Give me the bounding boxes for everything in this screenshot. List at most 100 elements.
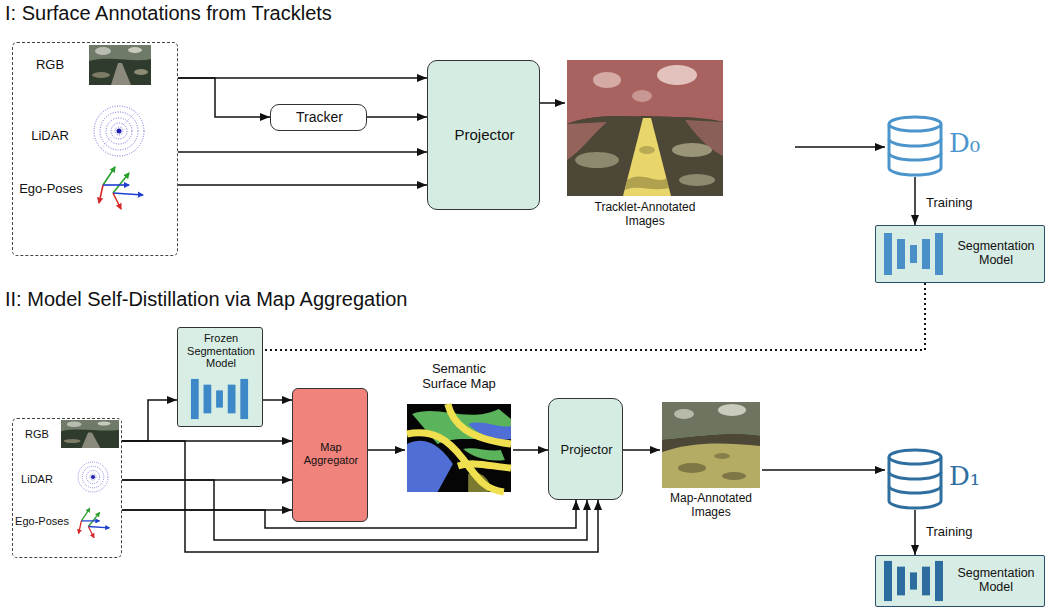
illustration-part [91,475,95,479]
illustration-part [567,122,607,160]
node-text: Frozen Segmentation Model [180,332,262,370]
node-text: RGB [36,58,64,73]
arrow-connector [914,510,916,555]
model-box: Frozen Segmentation Model [177,327,263,427]
illustration-part [94,106,144,156]
illustration-part [567,60,723,124]
illustration-part [935,233,943,275]
ego-pose-axes [91,163,151,213]
semantic-map-image [407,404,511,492]
illustration-part [575,152,619,168]
arrow-connector [540,102,565,104]
node-text: Projector [560,443,612,458]
annotated-image [662,402,760,488]
illustration-part [191,379,199,419]
arrow-connector [914,177,916,225]
illustration-part [6,319,795,604]
model-box: Segmentation Model [875,225,1045,283]
arrow-connector [795,146,885,148]
illustration-part [672,143,712,157]
illustration-part [82,466,104,488]
lidar-scan [75,459,111,495]
database: D₁ [885,448,990,510]
panel-band: I: Surface Annotations from Tracklets RG… [5,32,795,258]
illustration-part [922,567,930,596]
node-text: Tracklet-Annotated Images [585,201,705,229]
panel-band: II: Model Self-Distillation via Map Aggr… [5,318,795,604]
illustration-part [714,453,730,459]
arrow-connector [263,399,292,401]
node-text: Segmentation Model [950,239,1042,268]
image-node: Semantic Surface Map [405,362,513,496]
illustration-part [897,239,905,269]
arrow-connector [623,449,660,451]
node-text: Semantic Surface Map [416,362,502,392]
illustration-part [910,245,917,263]
illustration-part [567,60,723,196]
illustration-part [674,409,694,419]
illustration-part [61,420,119,431]
illustration-part [884,561,892,601]
illustration-part [662,444,760,488]
edge-label: Training [926,196,972,211]
node-text: LiDAR [21,473,53,486]
rgb-thumbnail [89,45,151,85]
node-text: Map Aggregator [296,441,366,466]
illustration-part [216,390,223,407]
illustration-part [134,69,148,75]
illustration-part [639,146,655,154]
illustration-part [679,174,715,186]
illustration-part [662,434,760,488]
illustration-part [884,233,892,275]
arrow-connector [367,116,427,118]
illustration-part [113,173,129,193]
illustration-part [78,462,108,492]
dataset-label: D₁ [949,462,980,492]
node-text: I: Surface Annotations from Tracklets [5,2,332,25]
database-icon [885,115,945,177]
illustration-part [79,508,110,537]
illustration-part [884,561,943,601]
illustration-part [625,176,669,190]
illustration-part [111,63,131,85]
illustration-part [111,123,127,139]
node-text: Tracker [296,109,343,125]
illustration-part [103,184,129,186]
illustration-part [662,402,760,488]
illustration-part [722,472,746,480]
illustration-part [79,521,82,534]
node-text: II: Model Self-Distillation via Map Aggr… [5,288,407,311]
illustration-part [99,167,143,209]
illustration-part [407,404,511,492]
illustration-part [82,433,101,448]
illustration-part [593,72,621,88]
illustration-part [662,402,760,440]
database-icon [885,448,945,510]
illustration-part [407,404,511,492]
illustration-part [889,450,941,464]
illustration-part [95,47,111,55]
illustration-part [88,527,94,538]
illustration-part [889,153,941,160]
illustration-part [88,513,99,527]
illustration-part [89,45,151,85]
illustration-part [623,118,671,196]
illustration-part [657,65,697,85]
illustration-part [64,439,81,443]
rgb-thumbnail [61,420,119,448]
dataset-label: D₀ [949,129,980,159]
lidar-scan [89,101,149,161]
arrow-connector [178,77,427,79]
illustration-part [6,33,795,258]
illustration-part [889,139,941,146]
illustration-part [448,404,511,444]
illustration-part [78,462,108,492]
arrow-connector [762,469,885,471]
node-text: RGB [25,428,49,441]
illustration-part [99,185,103,203]
illustration-part [100,112,138,150]
illustration-part [678,463,706,473]
illustration-part [240,379,248,419]
illustration-part [889,486,941,493]
image-node: Tracklet-Annotated Images [565,58,725,240]
